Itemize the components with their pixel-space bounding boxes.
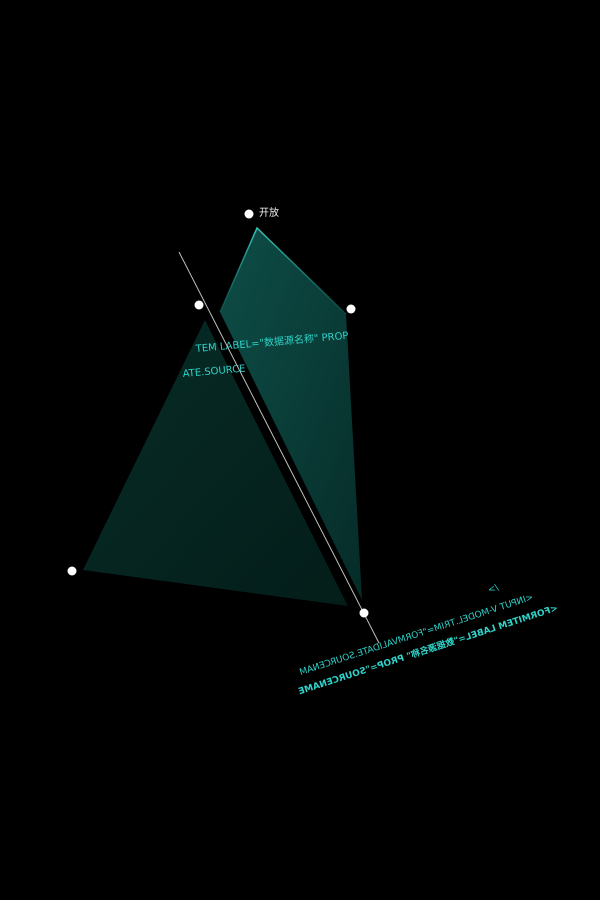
front-panel [83, 320, 348, 606]
front-code-block-2: ATE.SOURCE [182, 364, 246, 380]
bottom-handle[interactable] [359, 608, 369, 618]
upper-right-handle[interactable] [346, 304, 356, 314]
back-panel [220, 228, 362, 600]
upper-left-handle[interactable] [194, 300, 204, 310]
panel-shadow [205, 318, 360, 606]
mirrored-code-line-2: <INPUT V-MODEL.TRIM="FORMVALIDATE.SOURCE… [298, 593, 534, 678]
fold-guide-line [178, 251, 380, 644]
mirrored-code-line-1: /> [487, 583, 500, 596]
top-handle[interactable] [244, 209, 254, 219]
mirrored-code-line-3: <FORMITEM LABEL="数据源名称" PROP="SOURCENAME [297, 602, 560, 698]
front-code-line-2: ATE.SOURCE [182, 364, 246, 380]
left-handle[interactable] [67, 566, 77, 576]
top-handle-label: 开放 [259, 206, 279, 219]
back-panel-edge [219, 226, 347, 315]
